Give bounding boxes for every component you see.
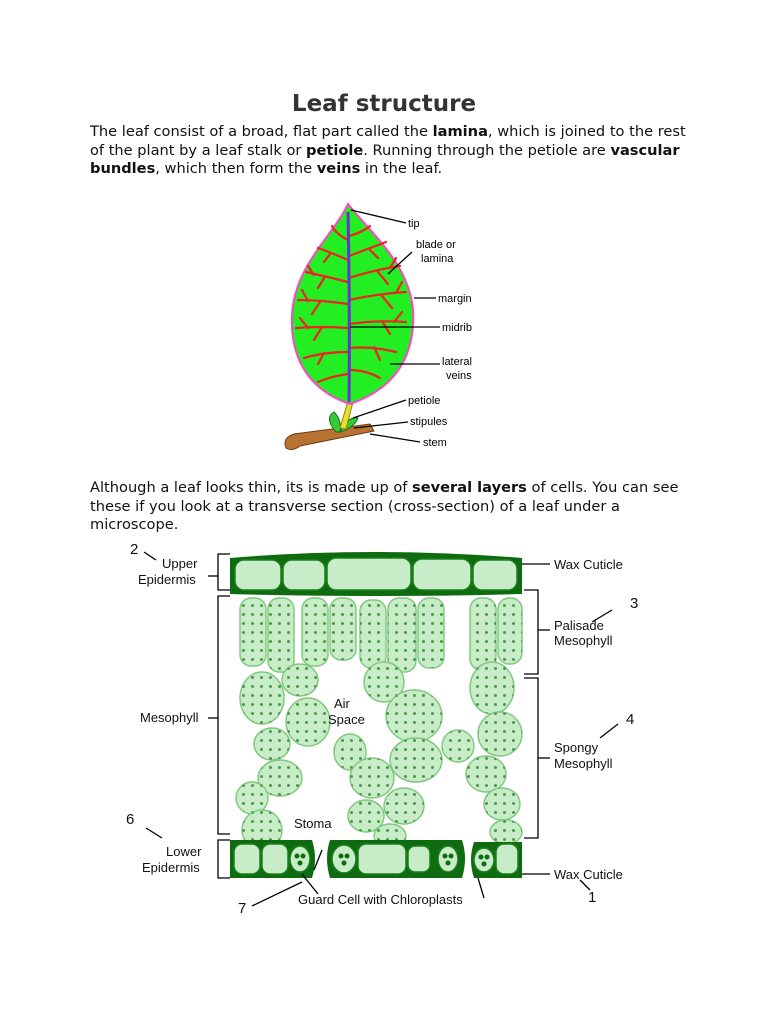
text-run: , which is joined to the rest of the pla… [90,123,686,159]
text-run: The leaf consist of a broad, flat part c… [90,123,433,140]
label-lateral-line1: lateral [442,356,472,368]
guard-cell-chloroplasts [294,853,490,867]
upper-epidermis-cells [234,557,518,591]
label-lateral-line2: veins [446,370,472,382]
label-petiole: petiole [408,395,440,407]
intro-paragraph: The leaf consist of a broad, flat part c… [90,123,690,179]
text-run: of cells. You can see these if you look … [90,479,679,533]
leaf-leader-lines [350,209,440,443]
label-num-2: 2 [130,541,138,558]
label-num-3: 3 [630,595,638,612]
label-stipules: stipules [410,416,448,428]
bold-term: vascular bundles [90,141,680,178]
label-num-7: 7 [238,900,246,917]
label-upper-epidermis-line2: Epidermis [138,572,196,587]
label-wax-cuticle-top: Wax Cuticle [554,557,623,572]
bold-term: several layers [412,479,527,496]
label-blade-line1: blade or [416,239,456,251]
label-lower-epidermis-line2: Epidermis [142,860,200,875]
midrib-shape [346,211,351,403]
label-num-4: 4 [626,711,634,728]
palisade-cells [239,597,523,673]
label-stoma: Stoma [294,816,332,831]
spongy-cells [235,661,523,851]
label-stem: stem [423,437,447,449]
bold-term: lamina [432,123,488,140]
label-guard-cell: Guard Cell with Chloroplasts [298,892,463,907]
text-run: in the leaf. [360,160,443,177]
label-wax-cuticle-bottom: Wax Cuticle [554,867,623,882]
label-tip: tip [408,218,420,230]
label-lower-epidermis-line1: Lower [166,844,202,859]
label-margin: margin [438,293,472,305]
label-palisade-line2: Mesophyll [554,633,613,648]
lower-epidermis-cells [233,843,519,875]
label-num-6: 6 [126,811,134,828]
leaf-diagram: tip blade or lamina margin midrib latera… [278,196,490,458]
lateral-veins [294,224,408,384]
layers-paragraph: Although a leaf looks thin, its is made … [90,479,690,535]
label-midrib: midrib [442,322,472,334]
brackets [143,551,619,907]
label-num-1: 1 [588,889,596,906]
stem-shape [284,423,375,451]
label-spongy-line2: Mesophyll [554,756,613,771]
cross-section-svg: 2 Upper Epidermis Wax Cuticle 3 Palisade… [126,541,638,917]
page-title: Leaf structure [291,91,477,117]
text-run: . Running through the petiole are [363,141,611,159]
label-air-line2: Space [328,712,365,727]
bold-term: veins [316,160,361,177]
label-air-line1: Air [334,696,351,711]
label-palisade-line1: Palisade [554,618,604,633]
bold-term: petiole [306,141,364,159]
label-spongy-line1: Spongy [554,740,599,755]
text-run: Although a leaf looks thin, its is made … [90,479,413,496]
text-run: , which then form the [155,160,317,177]
label-mesophyll: Mesophyll [140,710,199,725]
label-blade-line2: lamina [421,253,454,265]
leaf-diagram-svg: tip blade or lamina margin midrib latera… [278,196,490,458]
cross-section-diagram: 2 Upper Epidermis Wax Cuticle 3 Palisade… [122,538,642,918]
label-upper-epidermis-line1: Upper [162,556,198,571]
